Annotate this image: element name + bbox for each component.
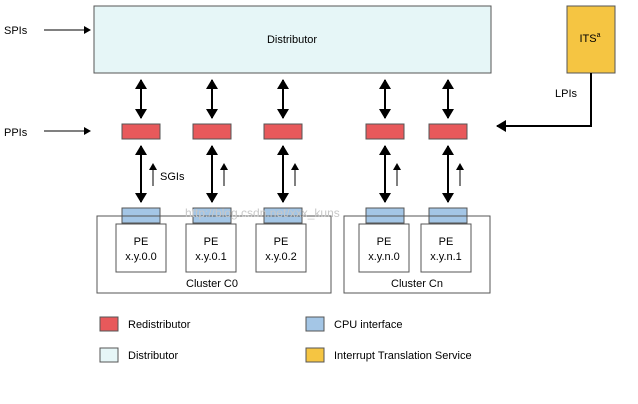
legend-label-distributor: Distributor bbox=[128, 350, 178, 362]
legend: Redistributor CPU interface Distributor … bbox=[99, 316, 472, 363]
pe-box bbox=[358, 223, 410, 273]
spis-label: SPIs bbox=[4, 25, 28, 37]
its-superscript: a bbox=[597, 32, 601, 39]
redistributor bbox=[121, 123, 161, 140]
ppis-label: PPIs bbox=[4, 127, 28, 139]
legend-swatch-cpu-interface bbox=[305, 316, 325, 332]
pe-name: PE bbox=[439, 236, 454, 248]
pe-id: x.y.0.2 bbox=[265, 251, 297, 263]
pe-box bbox=[185, 223, 237, 273]
legend-swatch-distributor bbox=[99, 347, 119, 363]
lpis-label: LPIs bbox=[555, 88, 578, 100]
redistributor bbox=[263, 123, 303, 140]
sgis-label: SGIs bbox=[160, 171, 185, 183]
cluster-label: Cluster Cn bbox=[391, 278, 443, 290]
pe-name: PE bbox=[204, 236, 219, 248]
its-box bbox=[566, 5, 616, 74]
legend-label-redistributor: Redistributor bbox=[128, 319, 191, 331]
cluster-box bbox=[343, 215, 491, 294]
cluster-c0: PE x.y.0.0 PE x.y.0.1 PE x.y.0.2 Cluster… bbox=[96, 215, 332, 294]
pe-box bbox=[255, 223, 307, 273]
cluster-cn: PE x.y.n.0 PE x.y.n.1 Cluster Cn bbox=[343, 215, 491, 294]
legend-swatch-redistributor bbox=[99, 316, 119, 332]
lpis-arrow bbox=[496, 73, 592, 132]
redistributor bbox=[365, 123, 405, 140]
watermark: http://blog.csdn.net/xxx_kuns bbox=[185, 206, 340, 220]
column-3 bbox=[263, 79, 303, 224]
column-4 bbox=[365, 79, 405, 224]
pe-id: x.y.n.1 bbox=[430, 251, 462, 263]
pe-id: x.y.0.0 bbox=[125, 251, 157, 263]
legend-label-cpu-interface: CPU interface bbox=[334, 319, 402, 331]
pe-name: PE bbox=[274, 236, 289, 248]
column-2 bbox=[192, 79, 232, 224]
legend-swatch-its bbox=[305, 347, 325, 363]
cluster-box bbox=[96, 215, 332, 294]
redistributor bbox=[428, 123, 468, 140]
pe-id: x.y.n.0 bbox=[368, 251, 400, 263]
pe-name: PE bbox=[134, 236, 149, 248]
cluster-label: Cluster C0 bbox=[186, 278, 238, 290]
distributor-box bbox=[93, 5, 492, 74]
redistributor bbox=[192, 123, 232, 140]
its-label: ITSa bbox=[579, 32, 600, 45]
pe-name: PE bbox=[377, 236, 392, 248]
distributor-label: Distributor bbox=[267, 34, 317, 46]
pe-id: x.y.0.1 bbox=[195, 251, 227, 263]
column-1 bbox=[121, 79, 161, 224]
pe-box bbox=[420, 223, 472, 273]
legend-label-its: Interrupt Translation Service bbox=[334, 350, 472, 362]
pe-box bbox=[115, 223, 167, 273]
column-5 bbox=[428, 79, 468, 224]
